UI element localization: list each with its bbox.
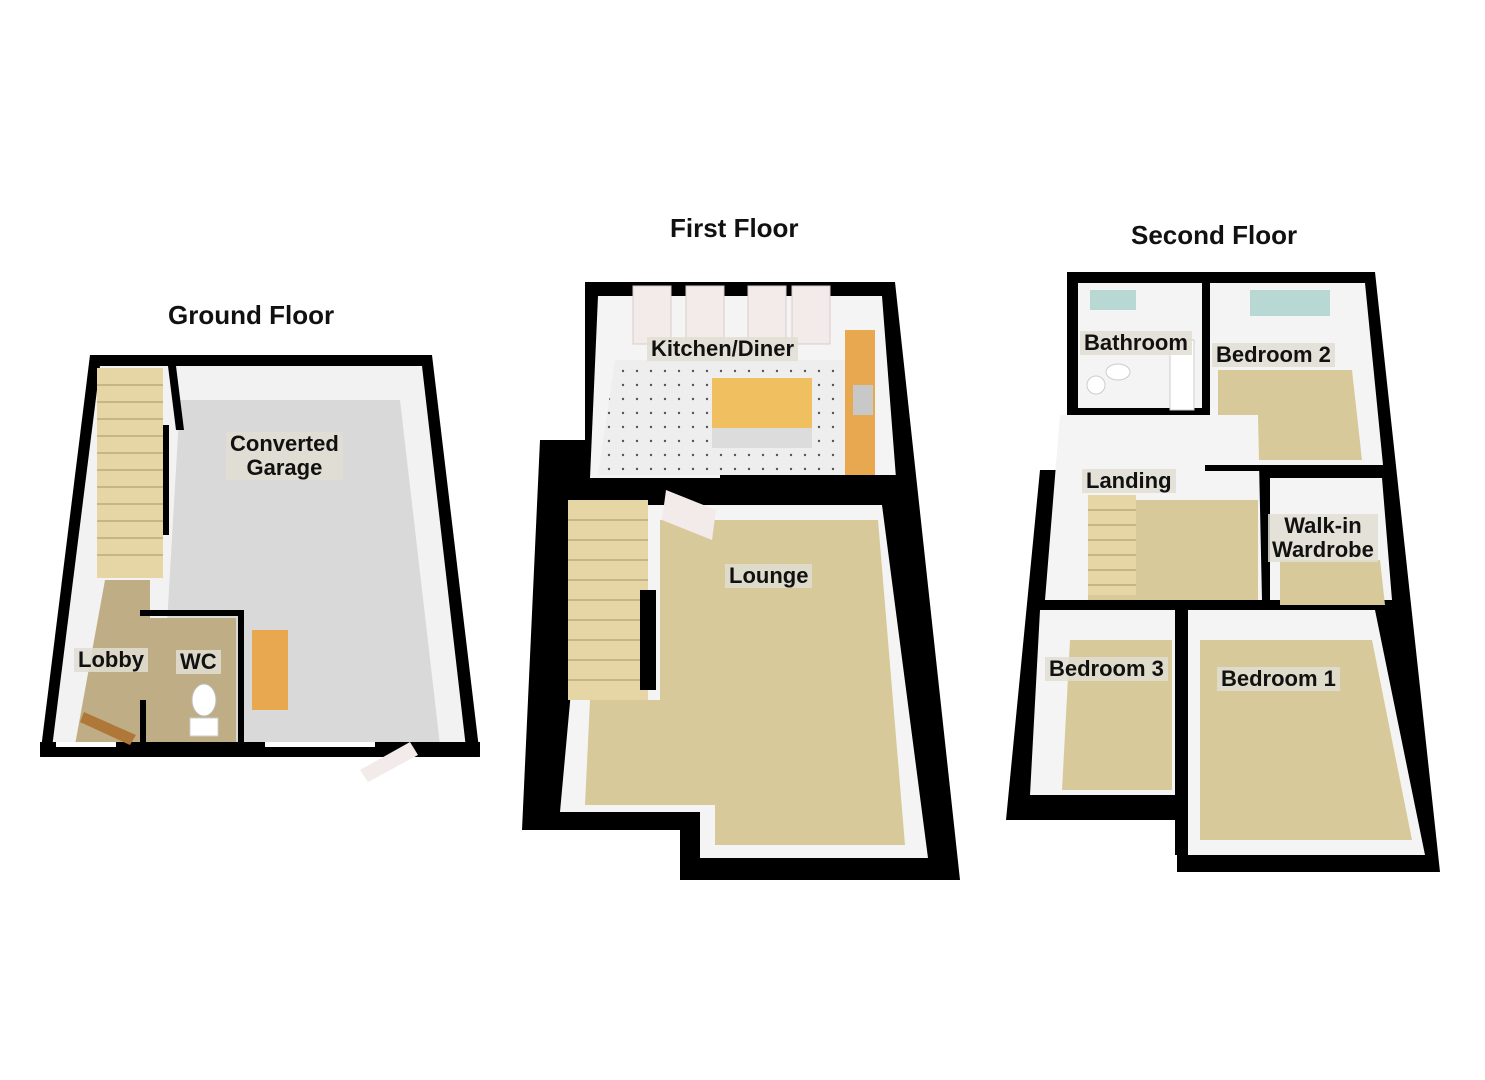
room-label-lounge: Lounge <box>725 564 813 588</box>
ground-floor-plan <box>40 355 480 782</box>
second-floor-title: Second Floor <box>1131 220 1298 250</box>
room-label-line: Walk-in <box>1284 513 1362 538</box>
first-floor-stairs <box>568 500 656 700</box>
room-label-landing: Landing <box>1082 469 1176 493</box>
room-label-kitchen-diner: Kitchen/Diner <box>647 337 799 361</box>
room-label-line: Garage <box>246 455 323 480</box>
room-label-bedroom-1: Bedroom 1 <box>1217 667 1340 691</box>
room-label-converted-garage: Converted Garage <box>226 432 343 480</box>
first-floor-title: First Floor <box>670 213 799 243</box>
ground-stairs <box>97 368 163 578</box>
room-label-line: Wardrobe <box>1272 537 1374 562</box>
room-label-bedroom-2: Bedroom 2 <box>1212 343 1335 367</box>
second-floor-plan <box>1006 272 1440 872</box>
second-floor-stairs <box>1088 495 1136 595</box>
room-label-wc: WC <box>176 650 221 674</box>
room-label-bedroom-3: Bedroom 3 <box>1045 657 1168 681</box>
room-label-line: Converted <box>230 431 339 456</box>
room-label-walk-in-wardrobe: Walk-in Wardrobe <box>1268 514 1378 562</box>
first-floor-plan <box>522 282 960 880</box>
ground-floor-title: Ground Floor <box>168 300 335 330</box>
room-label-lobby: Lobby <box>74 648 148 672</box>
room-label-bathroom: Bathroom <box>1080 331 1192 355</box>
